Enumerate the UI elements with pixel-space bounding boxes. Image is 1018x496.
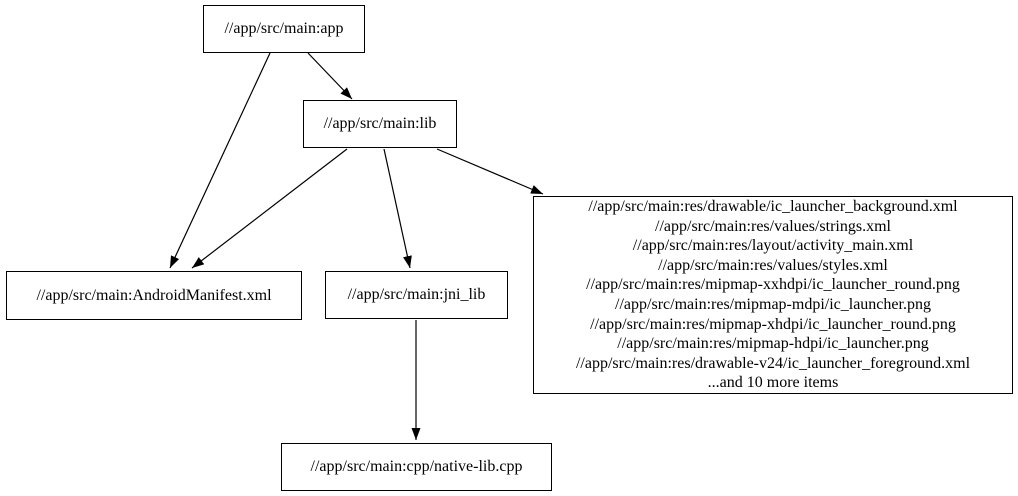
node-jni-lib: //app/src/main:jni_lib <box>325 271 508 319</box>
resource-item: //app/src/main:res/mipmap-xxhdpi/ic_laun… <box>586 276 960 294</box>
node-resources: //app/src/main:res/drawable/ic_launcher_… <box>533 196 1013 394</box>
resource-item: //app/src/main:res/mipmap-xhdpi/ic_launc… <box>590 315 956 333</box>
resource-more-items: ...and 10 more items <box>707 374 839 392</box>
resource-item: //app/src/main:res/values/strings.xml <box>655 217 891 235</box>
resource-item: //app/src/main:res/drawable-v24/ic_launc… <box>575 354 971 372</box>
node-native-lib-cpp-label: //app/src/main:cpp/native-lib.cpp <box>310 458 523 476</box>
resource-item: //app/src/main:res/mipmap-hdpi/ic_launch… <box>617 335 929 353</box>
node-android-manifest-label: //app/src/main:AndroidManifest.xml <box>36 286 272 304</box>
edge-app-to-lib <box>307 52 353 100</box>
edge-app-to-manifest <box>169 52 271 269</box>
resource-item: //app/src/main:res/mipmap-mdpi/ic_launch… <box>615 296 931 313</box>
resource-item: //app/src/main:res/values/styles.xml <box>658 256 888 274</box>
node-native-lib-cpp: //app/src/main:cpp/native-lib.cpp <box>281 443 552 491</box>
resource-item: //app/src/main:res/drawable/ic_launcher_… <box>588 198 958 216</box>
edge-lib-to-jni-lib <box>383 148 412 269</box>
node-app: //app/src/main:app <box>203 5 365 53</box>
node-android-manifest: //app/src/main:AndroidManifest.xml <box>6 271 302 320</box>
resource-item: //app/src/main:res/layout/activity_main.… <box>632 237 914 255</box>
edge-lib-to-manifest <box>191 148 348 269</box>
edge-lib-to-resources <box>436 148 544 195</box>
node-app-label: //app/src/main:app <box>224 20 344 38</box>
node-lib-label: //app/src/main:lib <box>323 115 437 133</box>
node-jni-lib-label: //app/src/main:jni_lib <box>347 286 486 304</box>
node-lib: //app/src/main:lib <box>303 100 457 148</box>
